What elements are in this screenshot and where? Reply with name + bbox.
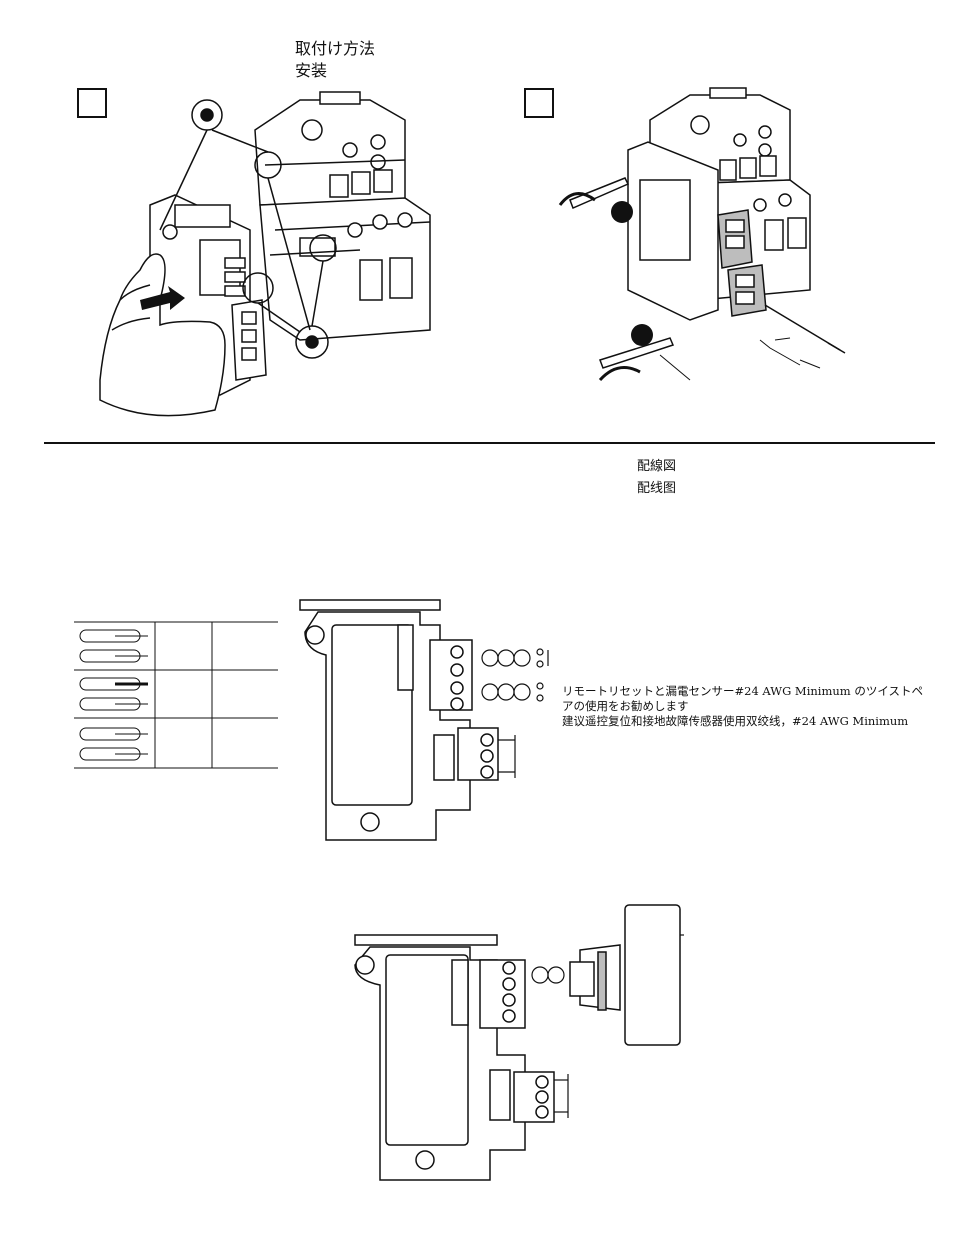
- wiring-diagram-ground-fault-sensor: [0, 0, 954, 1235]
